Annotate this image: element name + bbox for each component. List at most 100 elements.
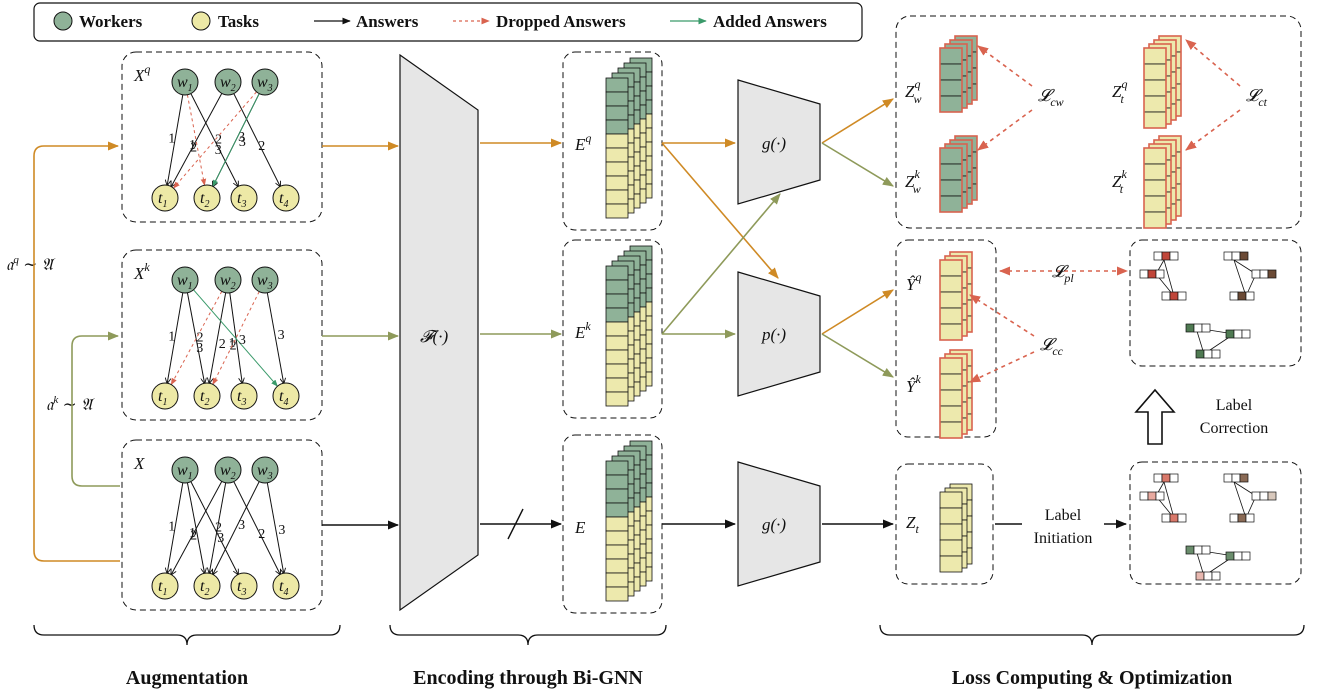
head-g-bottom-label: g(·) (762, 515, 786, 534)
augmentation-arrows (33, 141, 120, 562)
label-initiation-line1: Label (1045, 507, 1082, 524)
edge-weight: 2 (190, 528, 197, 543)
edge-weight: 2 (258, 139, 265, 154)
graph-title-1: Xq (133, 62, 150, 85)
worker-node (171, 456, 199, 484)
task-node (230, 382, 258, 410)
embedding-label-3: E (574, 518, 586, 537)
encoder: 𝓕(·) (399, 53, 479, 612)
yk-label: Ŷk (906, 372, 921, 396)
label-initiation-line2: Initiation (1034, 530, 1093, 547)
task-node-label: t1 (158, 190, 167, 210)
edge-weight: 1 (168, 330, 175, 345)
initial-label-graph (1139, 473, 1277, 581)
task-node-label: t4 (279, 388, 288, 408)
answer-edge (209, 292, 227, 383)
worker-node (214, 68, 242, 96)
embedding-1: Eq (562, 51, 663, 231)
legend-tasks: Tasks (218, 12, 259, 31)
worker-node (251, 266, 279, 294)
worker-node (251, 68, 279, 96)
answer-edge (190, 93, 238, 187)
worker-node (214, 266, 242, 294)
task-node-label: t3 (237, 388, 246, 408)
head-g-top (737, 79, 821, 205)
legend-answers: Answers (356, 12, 419, 31)
worker-node (214, 456, 242, 484)
answer-edge (167, 292, 184, 383)
edge-weight: 3 (278, 328, 285, 343)
graph-title-3: X (133, 454, 145, 473)
task-node (151, 382, 179, 410)
task-node (193, 382, 221, 410)
task-legend-icon (191, 11, 211, 31)
worker-node (171, 68, 199, 96)
edge-weight: 2 (197, 330, 204, 345)
aug-label-q: 𝔞q ∼ 𝔄 (6, 254, 56, 274)
worker-node-label: w3 (257, 272, 273, 292)
answer-edge (186, 482, 204, 573)
loss-arrows (968, 39, 1241, 383)
task-node (230, 572, 258, 600)
legend-added: Added Answers (713, 12, 827, 31)
legend: Workers Tasks Answers Dropped Answers Ad… (33, 2, 863, 42)
section-loss: Loss Computing & Optimization (952, 667, 1233, 689)
corrected-label-graph (1139, 251, 1277, 359)
answer-edge (193, 289, 278, 387)
task-node-label: t2 (200, 190, 209, 210)
edge-weight: 3 (278, 523, 285, 538)
loss-pl: 𝓛pl (1052, 262, 1074, 285)
embedding-label-1: Eq (574, 131, 591, 154)
edge-weight: 2 (219, 337, 226, 352)
answer-edge (171, 93, 223, 186)
head-p-label: p(·) (761, 325, 786, 344)
answer-edge (233, 93, 280, 187)
edge-weight: 3 (238, 130, 245, 145)
edge-weight: 2 (190, 140, 197, 155)
edge-weight: 3 (196, 341, 203, 356)
loss-ct: 𝓛ct (1246, 86, 1268, 109)
answer-edge (190, 481, 238, 575)
initial-labels-panel (1129, 461, 1302, 585)
answer-edge (167, 482, 184, 573)
label-graphs (1139, 251, 1277, 581)
answer-edge (212, 93, 260, 187)
head-output-arrows (821, 98, 895, 529)
label-correction-line2: Correction (1200, 420, 1268, 437)
head-g-bottom (737, 461, 821, 587)
encoder-label: 𝓕(·) (420, 327, 448, 346)
answer-edge (213, 481, 260, 575)
stack-zwq (939, 35, 978, 113)
stack-zt (939, 483, 973, 573)
edge-weight: 1 (229, 336, 236, 351)
worker-node-label: w2 (220, 272, 236, 292)
task-node (230, 184, 258, 212)
yq-label: Ŷq (906, 270, 921, 294)
task-node-label: t2 (200, 388, 209, 408)
task-node (151, 572, 179, 600)
task-node (193, 572, 221, 600)
contrastive-panel (895, 15, 1302, 229)
edge-weight: 3 (238, 518, 245, 533)
edge-weight: 3 (217, 531, 224, 546)
embedding-3: E (562, 434, 663, 614)
worker-node-label: w2 (220, 462, 236, 482)
worker-legend-icon (53, 11, 73, 31)
section-encoding: Encoding through Bi-GNN (413, 667, 643, 689)
stack-zwk (939, 135, 978, 213)
stack-ztq (1143, 35, 1182, 129)
stack-yq (939, 251, 973, 341)
head-g-top-label: g(·) (762, 134, 786, 153)
answer-edge (186, 292, 204, 383)
stack-ztk (1143, 135, 1182, 229)
task-node (193, 184, 221, 212)
loss-cc: 𝓛cc (1040, 335, 1064, 358)
